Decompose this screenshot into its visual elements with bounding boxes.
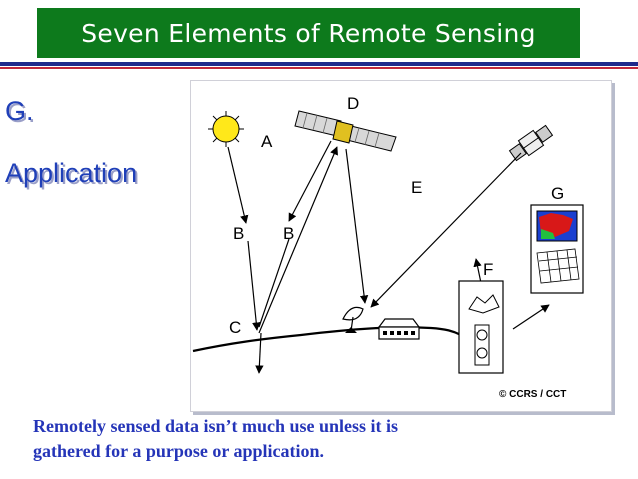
label-b-incident: B (233, 224, 244, 243)
remote-sensing-diagram: A B B C D E F G © CCRS / CCT (190, 80, 612, 412)
label-e: E (411, 178, 422, 197)
caption-line-1: Remotely sensed data isn’t much use unle… (33, 416, 399, 436)
title-rule-blue (0, 62, 638, 66)
label-f: F (483, 260, 493, 279)
slide-title: Seven Elements of Remote Sensing (37, 8, 580, 58)
element-name: Application (5, 158, 138, 188)
title-rule-red (0, 67, 638, 69)
label-b-reflected: B (283, 224, 294, 243)
satellite-sensor-icon (294, 110, 397, 152)
diagram-canvas: A B B C D E F G © CCRS / CCT (192, 94, 584, 400)
label-g: G (551, 184, 564, 203)
application-panel (530, 204, 584, 294)
relay-satellite-icon (508, 124, 554, 162)
copyright-text: © CCRS / CCT (499, 389, 566, 400)
receiving-station-icon (342, 306, 421, 340)
caption-line-2: gathered for a purpose or application. (33, 441, 325, 461)
element-letter: G. (5, 96, 34, 126)
caption: Remotely sensed data isn’t much use unle… (33, 414, 593, 464)
label-a: A (261, 132, 273, 151)
processing-panel (458, 280, 504, 374)
label-d: D (347, 94, 359, 113)
sun-icon (208, 111, 244, 147)
energy-paths (227, 140, 550, 374)
label-c: C (229, 318, 241, 337)
